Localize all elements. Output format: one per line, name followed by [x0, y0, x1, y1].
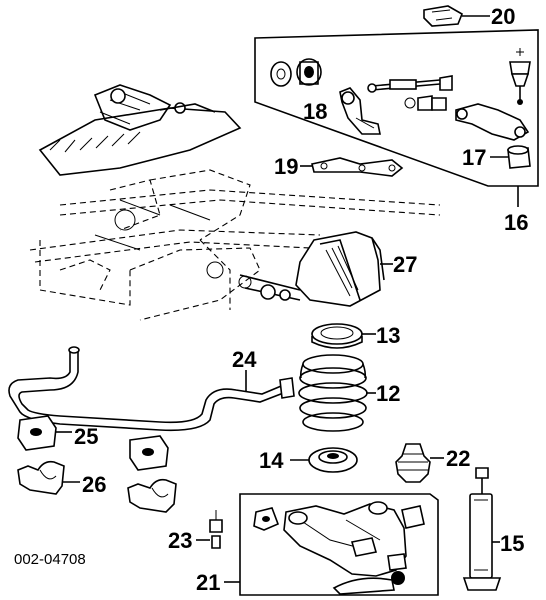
kit-box-21: [224, 493, 439, 596]
part-15-shock-absorber: [462, 467, 502, 591]
part-20-clip: [423, 5, 490, 27]
callout-23: 23: [168, 528, 192, 553]
callout-15: 15: [500, 531, 524, 556]
part-23-link-bolt: [196, 510, 223, 549]
callout-22: 22: [446, 446, 470, 471]
callout-13: 13: [376, 323, 400, 348]
part-25-bushings: [17, 415, 169, 471]
part-17-bushing: [490, 145, 531, 169]
box-bracket: [339, 87, 381, 135]
callout-24: 24: [232, 347, 257, 372]
callout-27: 27: [393, 252, 417, 277]
kit-box-16: [254, 29, 539, 207]
callout-14: 14: [259, 448, 284, 473]
diagram-code: 002-04708: [14, 551, 86, 568]
lower-control-arm: [253, 501, 425, 595]
callout-25: 25: [74, 424, 98, 449]
callout-19: 19: [274, 154, 298, 179]
part-18-bushings: [270, 58, 322, 87]
box-ball-joint: [509, 48, 531, 105]
part-14-insulator: [290, 447, 358, 473]
callout-26: 26: [82, 472, 106, 497]
callout-17: 17: [462, 145, 486, 170]
box-control-arm: [455, 103, 530, 141]
engine-frame-drawing: [29, 84, 441, 321]
part-22-boot: [395, 443, 444, 483]
box-links: [367, 75, 453, 111]
callout-18: 18: [303, 99, 327, 124]
part-19-plate: [300, 157, 404, 177]
callout-labels: 20 18 19 17 16 27 13 24 12 25 14 22 26 1…: [14, 4, 528, 595]
callout-21: 21: [196, 570, 220, 595]
callout-20: 20: [491, 4, 515, 29]
callout-12: 12: [376, 381, 400, 406]
part-12-coil-spring: [298, 354, 376, 432]
callout-16: 16: [504, 210, 528, 235]
part-13-insulator: [311, 323, 376, 349]
part-27-bracket: [295, 231, 393, 307]
part-26-clamps: [17, 460, 177, 513]
